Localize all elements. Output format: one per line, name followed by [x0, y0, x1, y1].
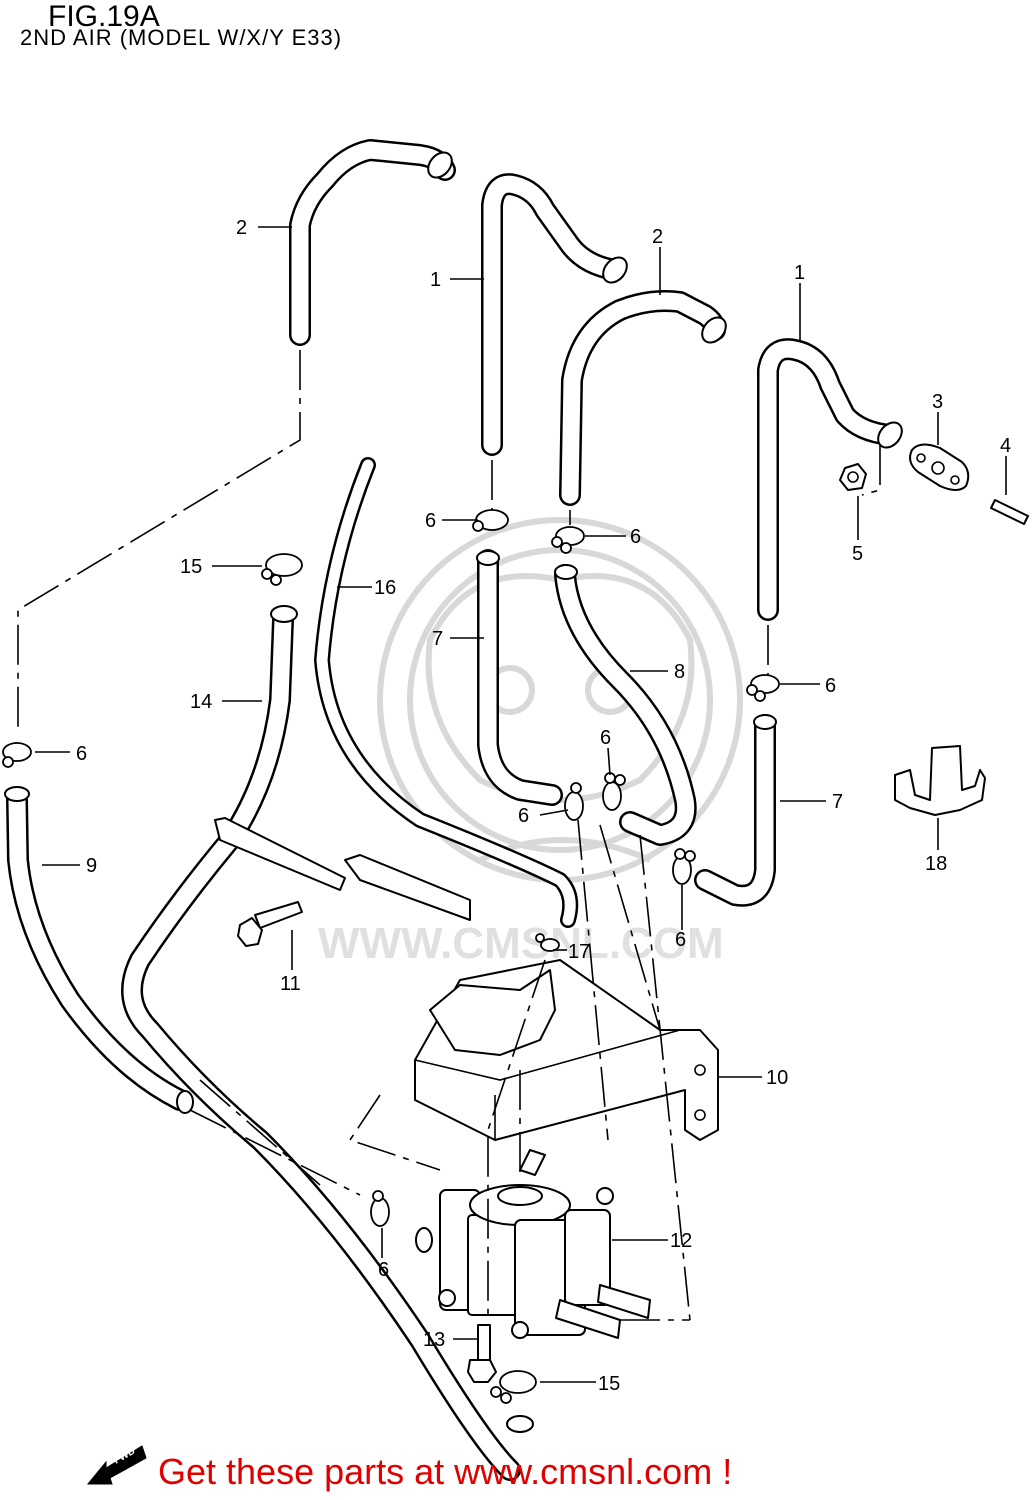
callout-2: 2 — [652, 226, 663, 248]
callout-13: 13 — [423, 1329, 445, 1351]
part-4-stud[interactable] — [990, 499, 1029, 525]
callout-2: 2 — [236, 217, 247, 239]
part-12-valve[interactable] — [415, 1149, 651, 1339]
clamp-6c[interactable] — [746, 674, 780, 702]
assembly-guide-lines — [17, 350, 881, 1321]
callout-10: 10 — [766, 1067, 788, 1089]
callout-18: 18 — [925, 853, 947, 875]
callout-1: 1 — [430, 269, 441, 291]
callout-4: 4 — [1000, 435, 1011, 457]
callout-9: 9 — [86, 855, 97, 877]
part-1-hose-middle[interactable] — [481, 173, 632, 456]
part-2-hose-middle-right[interactable] — [559, 290, 731, 506]
watermark-text: WWW.CMSNL.COM — [318, 919, 724, 968]
part-13-bolt[interactable] — [467, 1324, 497, 1383]
clamp-6e[interactable] — [564, 782, 584, 821]
part-1-hose-right[interactable] — [757, 338, 907, 621]
callout-6: 6 — [425, 510, 436, 532]
footer-link-text[interactable]: Get these parts at www.cmsnl.com ! — [158, 1451, 733, 1492]
callout-5: 5 — [852, 543, 863, 565]
clamp-6a[interactable] — [472, 509, 509, 532]
part-2-hose-left[interactable] — [289, 139, 457, 346]
callout-16: 16 — [374, 577, 396, 599]
callout-6: 6 — [600, 727, 611, 749]
part-7-hose-right[interactable] — [694, 714, 777, 907]
clamp-6b[interactable] — [551, 526, 585, 554]
callout-7: 7 — [432, 628, 443, 650]
callout-11: 11 — [280, 973, 301, 995]
clamp-6d[interactable] — [602, 772, 626, 811]
part-3-gasket[interactable] — [909, 443, 970, 491]
callout-17: 17 — [568, 941, 590, 963]
callout-6: 6 — [630, 526, 641, 548]
callout-15: 15 — [180, 556, 202, 578]
callout-15: 15 — [598, 1373, 620, 1395]
hose-end-bottom — [506, 1415, 534, 1433]
callout-3: 3 — [932, 391, 943, 413]
heat-shield-plate — [214, 817, 346, 891]
callout-6: 6 — [76, 743, 87, 765]
part-9-hose[interactable] — [4, 786, 194, 1114]
part-8-hose[interactable] — [554, 564, 697, 846]
callout-7: 7 — [832, 791, 843, 813]
callout-leaders — [35, 226, 1007, 1383]
fwd-arrow-icon: FWD — [86, 1445, 147, 1485]
clamp-6g[interactable] — [672, 848, 696, 885]
callout-8: 8 — [674, 661, 685, 683]
clamp-15b[interactable] — [490, 1370, 537, 1404]
part-7-hose-left[interactable] — [476, 549, 563, 806]
figure-title: FIG.19A — [48, 0, 160, 33]
callout-14: 14 — [190, 691, 212, 713]
callout-6: 6 — [825, 675, 836, 697]
callout-6: 6 — [378, 1259, 389, 1281]
part-11-bolt[interactable] — [237, 901, 303, 947]
callout-6: 6 — [675, 929, 686, 951]
callout-12: 12 — [670, 1230, 692, 1252]
part-18-holder[interactable] — [894, 745, 986, 816]
clamp-15a[interactable] — [261, 553, 303, 586]
part-5-nut[interactable] — [839, 463, 867, 491]
callout-6: 6 — [518, 805, 529, 827]
clamp-6f[interactable] — [2, 742, 32, 768]
clamp-6h[interactable] — [370, 1190, 390, 1227]
clamp-17[interactable] — [535, 933, 560, 952]
callout-1: 1 — [794, 262, 805, 284]
part-16-hose[interactable] — [314, 457, 579, 928]
figure-subtitle: 2ND AIR (MODEL W/X/Y E33) — [20, 25, 343, 50]
part-10-bracket[interactable] — [344, 854, 719, 1141]
